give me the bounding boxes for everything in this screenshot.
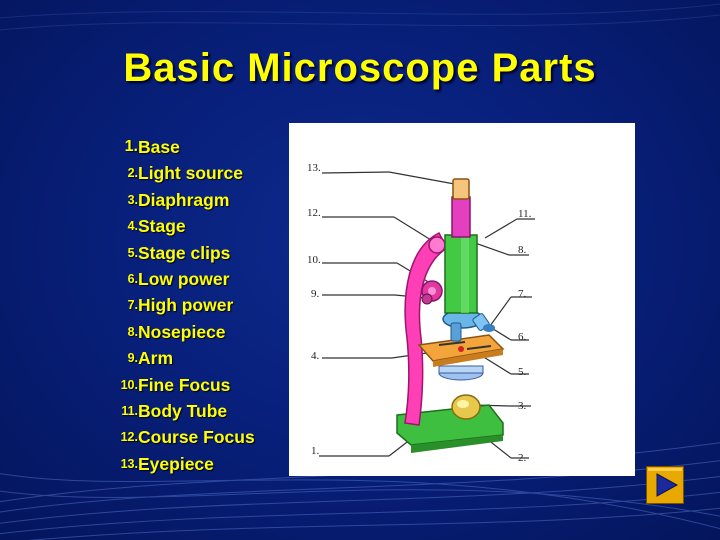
diagram-label: 13. xyxy=(307,162,321,174)
item-label: Base xyxy=(138,137,180,157)
list-item: 3.Diaphragm xyxy=(72,187,230,213)
list-item: 9.Arm xyxy=(72,345,173,371)
item-label: Diaphragm xyxy=(138,189,230,210)
diagram-labels: 13. 12. 10. 9. 4. 1. 11. 8. 7. 6. 5. 3. … xyxy=(307,162,532,464)
slide-title: Basic Microscope Parts xyxy=(123,46,597,90)
item-label: Course Focus xyxy=(138,427,255,448)
item-label: Body Tube xyxy=(138,400,228,421)
diagram-label: 5. xyxy=(518,366,527,378)
item-number: 3. xyxy=(127,192,138,207)
item-label: Stage clips xyxy=(138,242,231,263)
list-item: 1.Base xyxy=(72,134,180,160)
item-label: High power xyxy=(138,295,234,316)
parts-list: 1.Base 2.Light source 3.Diaphragm 4.Stag… xyxy=(72,134,255,477)
list-item: 6.Low power xyxy=(72,266,230,292)
body-tube xyxy=(444,234,478,314)
diagram-label: 10. xyxy=(307,254,321,266)
item-label: Light source xyxy=(138,163,244,184)
nosepiece xyxy=(442,309,495,342)
list-item: 11.Body Tube xyxy=(72,398,227,424)
microscope-illustration: 13. 12. 10. 9. 4. 1. 11. 8. 7. 6. 5. 3. … xyxy=(307,162,535,464)
fine-focus-knob xyxy=(421,293,433,305)
item-number: 10. xyxy=(120,377,138,392)
item-number: 5. xyxy=(127,245,138,260)
microscope-diagram: 13. 12. 10. 9. 4. 1. 11. 8. 7. 6. 5. 3. … xyxy=(289,123,635,476)
diagram-label: 1. xyxy=(311,445,320,457)
list-item: 7.High power xyxy=(72,292,234,318)
diagram-label: 11. xyxy=(518,208,532,220)
item-label: Nosepiece xyxy=(138,321,226,342)
diagram-label: 2. xyxy=(518,452,527,464)
diagram-label: 12. xyxy=(307,207,321,219)
diagram-label: 4. xyxy=(311,350,320,362)
list-item: 13.Eyepiece xyxy=(72,451,214,477)
item-label: Eyepiece xyxy=(138,453,214,474)
list-item: 4.Stage xyxy=(72,213,186,239)
light-source xyxy=(451,394,481,420)
item-number: 13. xyxy=(120,456,138,471)
item-label: Fine Focus xyxy=(138,374,231,395)
item-number: 2. xyxy=(127,166,138,181)
diagram-label: 8. xyxy=(518,244,527,256)
item-number: 11. xyxy=(121,403,138,418)
item-label: Low power xyxy=(138,268,230,289)
list-item: 8.Nosepiece xyxy=(72,319,226,345)
item-label: Stage xyxy=(138,216,186,237)
eyepiece xyxy=(451,178,471,238)
microscope-arm xyxy=(404,232,448,426)
item-label: Arm xyxy=(138,348,174,369)
list-item: 12.Course Focus xyxy=(72,424,255,450)
diaphragm xyxy=(438,365,484,381)
list-item: 2.Light source xyxy=(72,160,243,186)
play-triangle-icon xyxy=(646,466,684,504)
item-number: 1. xyxy=(124,138,138,155)
next-slide-button[interactable] xyxy=(646,466,684,504)
diagram-label: 7. xyxy=(518,288,527,300)
list-item: 10.Fine Focus xyxy=(72,372,231,398)
item-number: 6. xyxy=(127,271,138,286)
item-number: 12. xyxy=(120,430,138,445)
list-item: 5.Stage clips xyxy=(72,240,231,266)
microscope-stage xyxy=(417,334,505,367)
diagram-label: 3. xyxy=(518,400,527,412)
diagram-label: 6. xyxy=(518,331,527,343)
diagram-label: 9. xyxy=(311,288,320,300)
item-number: 8. xyxy=(127,324,138,339)
item-number: 4. xyxy=(127,219,138,234)
item-number: 7. xyxy=(127,298,138,313)
item-number: 9. xyxy=(127,351,138,366)
